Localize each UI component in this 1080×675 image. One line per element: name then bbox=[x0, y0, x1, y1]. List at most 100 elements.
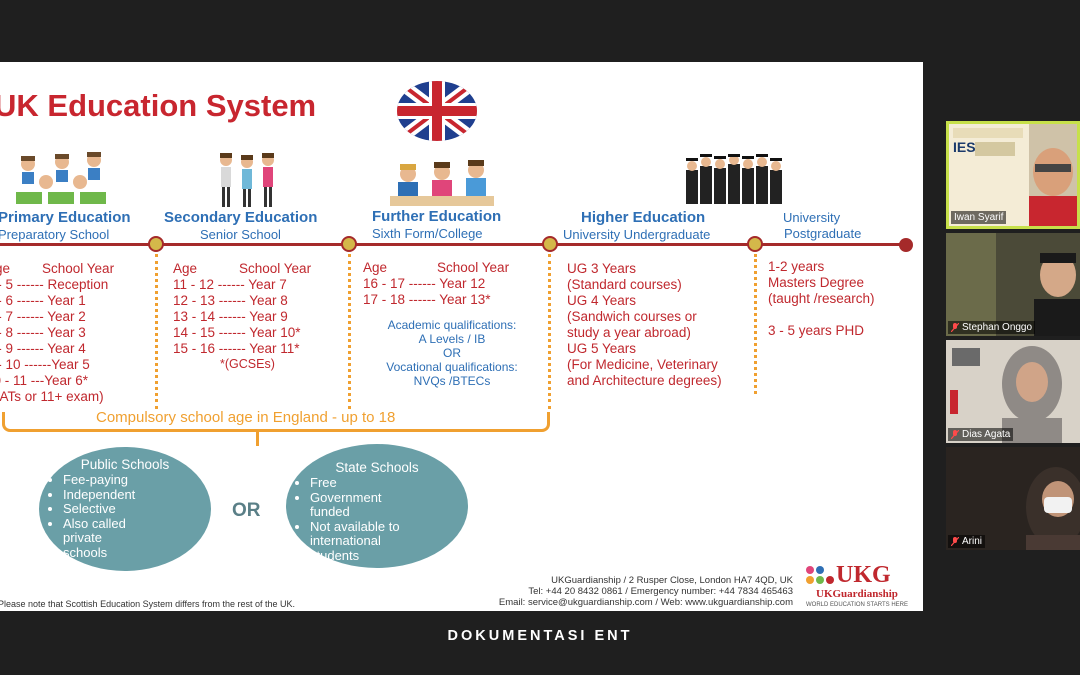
participant-tile[interactable]: Arini bbox=[946, 447, 1080, 550]
contact-address: UKGuardianship / 2 Rusper Close, London … bbox=[499, 575, 793, 586]
timeline-line bbox=[0, 243, 906, 246]
contact-email: Email: service@ukguardianship.com / Web:… bbox=[499, 597, 793, 608]
stage-higher-subtitle: University Undergraduate bbox=[563, 227, 710, 242]
primary-row: 10 - 11 ---Year 6* bbox=[0, 373, 114, 389]
postgrad-line bbox=[768, 307, 875, 323]
participant-name: Iwan Syarif bbox=[954, 212, 1003, 223]
further-note: Vocational qualifications: bbox=[360, 360, 544, 374]
stage-further-subtitle: Sixth Form/College bbox=[372, 226, 483, 241]
slide-title: UK Education System bbox=[0, 88, 316, 124]
ukg-logo-name: UKGuardianship bbox=[816, 588, 898, 600]
stage-further-title: Further Education bbox=[372, 208, 501, 225]
secondary-row: 13 - 14 ------ Year 9 bbox=[173, 309, 311, 325]
further-note: A Levels / IB bbox=[360, 332, 544, 346]
primary-row: 5 - 6 ------ Year 1 bbox=[0, 293, 114, 309]
postgrad-details: 1-2 years Masters Degree (taught /resear… bbox=[768, 259, 875, 339]
state-schools-heading: State Schools bbox=[286, 460, 468, 475]
primary-row: 4 - 5 ------ Reception bbox=[0, 277, 114, 293]
primary-students-illustration bbox=[10, 152, 110, 208]
public-schools-oval: Public Schools Fee-paying Independent Se… bbox=[39, 447, 211, 571]
graduates-illustration bbox=[684, 154, 784, 206]
participant-tile[interactable]: Stephan Onggo bbox=[946, 233, 1080, 336]
stage-divider bbox=[155, 254, 158, 409]
secondary-year-header: School Year bbox=[239, 261, 311, 276]
postgrad-line: 1-2 years bbox=[768, 259, 875, 275]
or-label: OR bbox=[232, 500, 261, 522]
further-row: 17 - 18 ------ Year 13* bbox=[363, 292, 509, 308]
secondary-row: 15 - 16 ------ Year 11* bbox=[173, 341, 311, 357]
secondary-note: *(GCSEs) bbox=[220, 357, 275, 371]
further-age-header: Age bbox=[363, 260, 437, 276]
participant-name: Dias Agata bbox=[962, 429, 1010, 440]
primary-row: 6 - 7 ------ Year 2 bbox=[0, 309, 114, 325]
higher-line: UG 4 Years bbox=[567, 293, 722, 309]
postgrad-line: 3 - 5 years PHD bbox=[768, 323, 875, 339]
participant-name-tag: Dias Agata bbox=[948, 428, 1013, 441]
stage-postgrad-subtitle: Postgraduate bbox=[784, 226, 861, 241]
participant-name-tag: Stephan Onggo bbox=[948, 321, 1035, 334]
bracket-tip bbox=[256, 430, 259, 446]
further-year-header: School Year bbox=[437, 260, 509, 275]
secondary-age-header: Age bbox=[173, 261, 239, 277]
stage-primary-subtitle: Preparatory School bbox=[0, 227, 109, 242]
stage-postgrad-title: University bbox=[783, 210, 840, 225]
public-schools-item: Independent bbox=[63, 488, 211, 503]
further-note: OR bbox=[360, 346, 544, 360]
public-schools-item: Also called private schools bbox=[63, 517, 143, 561]
participant-name: Arini bbox=[962, 536, 982, 547]
scotland-footnote: Please note that Scottish Education Syst… bbox=[0, 599, 295, 609]
further-note: NVQs /BTECs bbox=[360, 374, 544, 388]
primary-note: (SATs or 11+ exam) bbox=[0, 389, 114, 405]
participant-name: Stephan Onggo bbox=[962, 322, 1032, 333]
state-schools-item: Government funded bbox=[310, 491, 406, 520]
stage-divider bbox=[348, 254, 351, 409]
further-students-illustration bbox=[390, 160, 494, 208]
further-row: 16 - 17 ------ Year 12 bbox=[363, 276, 509, 292]
contact-phone: Tel: +44 20 8432 0861 / Emergency number… bbox=[499, 586, 793, 597]
ukg-logo-tagline: WORLD EDUCATION STARTS HERE bbox=[806, 602, 908, 608]
uk-flag-image bbox=[396, 80, 478, 142]
public-schools-item: Fee-paying bbox=[63, 473, 211, 488]
participant-name-tag: Iwan Syarif bbox=[951, 211, 1006, 224]
secondary-row: 12 - 13 ------ Year 8 bbox=[173, 293, 311, 309]
participant-tile[interactable]: Dias Agata bbox=[946, 340, 1080, 443]
higher-line: study a year abroad) bbox=[567, 325, 722, 341]
higher-line: (Standard courses) bbox=[567, 277, 722, 293]
state-schools-oval: State Schools Free Government funded Not… bbox=[286, 444, 468, 568]
stage-divider bbox=[548, 254, 551, 409]
participant-tile-active[interactable]: IES Iwan Syarif bbox=[946, 121, 1080, 229]
primary-year-header: School Year bbox=[42, 261, 114, 276]
timeline-marker bbox=[148, 236, 164, 252]
primary-row: 8 - 9 ------ Year 4 bbox=[0, 341, 114, 357]
timeline-marker bbox=[542, 236, 558, 252]
timeline-end bbox=[899, 238, 913, 252]
primary-age-header: Age bbox=[0, 261, 42, 277]
muted-mic-icon bbox=[951, 430, 959, 439]
higher-line: and Architecture degrees) bbox=[567, 373, 722, 389]
svg-text:IES: IES bbox=[953, 139, 976, 155]
compulsory-bracket bbox=[2, 412, 550, 432]
public-schools-item: Selective bbox=[63, 502, 211, 517]
secondary-row: 14 - 15 ------ Year 10* bbox=[173, 325, 311, 341]
secondary-row: 11 - 12 ------ Year 7 bbox=[173, 277, 311, 293]
shared-slide: UK Education System bbox=[0, 62, 923, 611]
participant-name-tag: Arini bbox=[948, 535, 985, 548]
stage-secondary-title: Secondary Education bbox=[164, 209, 317, 226]
further-note: Academic qualifications: bbox=[360, 318, 544, 332]
secondary-students-illustration bbox=[212, 152, 282, 210]
documentation-caption: DOKUMENTASI ENT bbox=[0, 628, 1080, 644]
state-schools-item: Free bbox=[310, 476, 468, 491]
stage-primary-title: Primary Education bbox=[0, 209, 131, 226]
timeline-marker bbox=[747, 236, 763, 252]
postgrad-line: Masters Degree bbox=[768, 275, 875, 291]
timeline-marker bbox=[341, 236, 357, 252]
higher-line: UG 5 Years bbox=[567, 341, 722, 357]
muted-mic-icon bbox=[951, 537, 959, 546]
postgrad-line: (taught /research) bbox=[768, 291, 875, 307]
ukg-logo-mark: UKG bbox=[836, 562, 891, 589]
higher-line: (For Medicine, Veterinary bbox=[567, 357, 722, 373]
public-schools-heading: Public Schools bbox=[39, 457, 211, 472]
state-schools-item: Not available to international students bbox=[310, 520, 430, 564]
